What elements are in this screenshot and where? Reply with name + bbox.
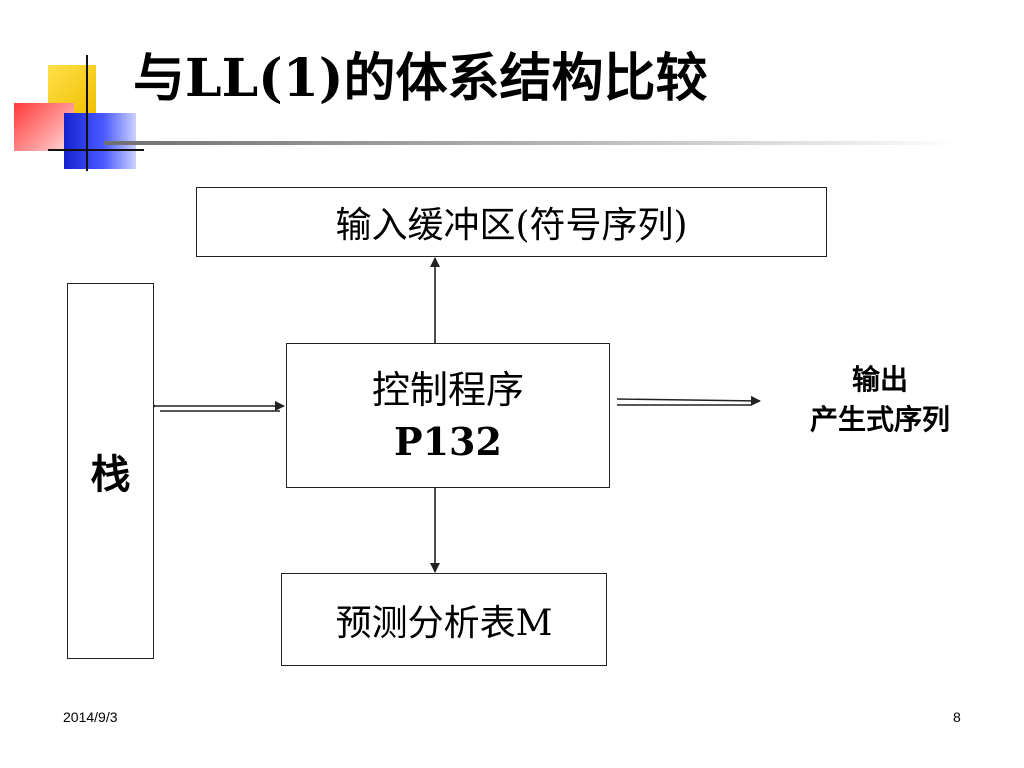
input-buffer-label: 输入缓冲区(符号序列) <box>335 205 688 246</box>
output-label: 输出 <box>851 363 908 396</box>
control-label: 控制程序 <box>371 367 524 412</box>
stack-label: 栈 <box>90 451 131 498</box>
control-program-box: 控制程序 P132 <box>286 343 610 488</box>
predictive-table-label: 预测分析表M <box>335 602 553 644</box>
control-page-ref: P132 <box>394 418 502 464</box>
stack-box: 栈 <box>67 283 154 659</box>
input-buffer-box: 输入缓冲区(符号序列) <box>196 187 827 257</box>
logo-horizontal-line <box>48 149 144 151</box>
footer-page-number: 8 <box>953 709 961 725</box>
output-sequence-label: 产生式序列 <box>809 403 950 436</box>
slide-title: 与LL(1)的体系结构比较 <box>133 48 708 109</box>
output-label-group: 输出 产生式序列 <box>770 360 990 440</box>
title-rule <box>104 141 964 145</box>
arrow-control-to-output-1 <box>616 395 761 406</box>
logo-vertical-line <box>86 55 88 171</box>
footer-date: 2014/9/3 <box>63 709 118 725</box>
predictive-table-box: 预测分析表M <box>281 573 607 666</box>
